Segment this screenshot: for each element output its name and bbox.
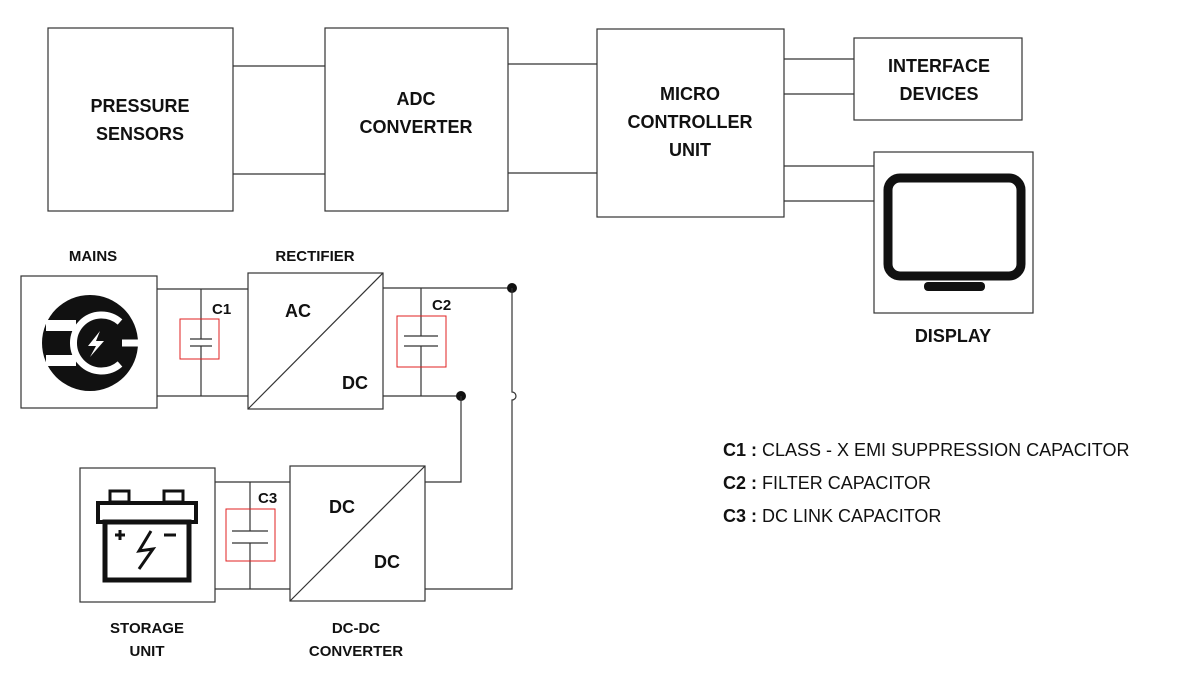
c1-label: C1 — [212, 301, 231, 318]
mcu-label-1: MICRO — [660, 84, 720, 104]
legend-key: C1 : — [723, 440, 758, 460]
capacitor-c1 — [179, 289, 220, 396]
dcdc-in-label: DC — [329, 497, 355, 517]
adc-label-2: CONVERTER — [359, 117, 472, 137]
rectifier-dc-label: DC — [342, 373, 368, 393]
storage-label-2: UNIT — [130, 643, 165, 660]
capacitor-c3 — [225, 482, 276, 589]
power-plug-icon — [42, 295, 140, 391]
dcdc-out-label: DC — [374, 552, 400, 572]
mcu-label-2: CONTROLLER — [628, 112, 753, 132]
legend-item: C1 : CLASS - X EMI SUPPRESSION CAPACITOR — [723, 434, 1129, 467]
mcu-label-3: UNIT — [669, 140, 711, 160]
rectifier-label: RECTIFIER — [275, 248, 354, 265]
pressure-sensors-block — [47, 27, 234, 212]
legend-key: C3 : — [723, 506, 758, 526]
interface-label-2: DEVICES — [899, 84, 978, 104]
legend-text: FILTER CAPACITOR — [762, 473, 932, 493]
legend-item: C3 : DC LINK CAPACITOR — [723, 500, 1129, 533]
pressure-sensors-label-2: SENSORS — [96, 124, 184, 144]
wire — [425, 396, 462, 483]
capacitor-legend: C1 : CLASS - X EMI SUPPRESSION CAPACITOR… — [723, 434, 1129, 533]
pressure-sensors-label-1: PRESSURE — [90, 96, 189, 116]
capacitor-c2 — [396, 288, 447, 396]
legend-item: C2 : FILTER CAPACITOR — [723, 467, 1129, 500]
interface-label-1: INTERFACE — [888, 56, 990, 76]
microcontroller-block — [596, 28, 785, 218]
interface-devices-block — [853, 37, 1023, 121]
dcdc-label-2: CONVERTER — [309, 643, 403, 660]
mains-label: MAINS — [69, 248, 117, 265]
wire — [425, 288, 517, 590]
adc-converter-block — [324, 27, 509, 212]
c3-label: C3 — [258, 490, 277, 507]
dcdc-label-1: DC-DC — [332, 620, 380, 637]
c2-label: C2 — [432, 297, 451, 314]
rectifier-diagonal — [247, 272, 384, 410]
legend-text: DC LINK CAPACITOR — [762, 506, 942, 526]
legend-key: C2 : — [723, 473, 758, 493]
legend-text: CLASS - X EMI SUPPRESSION CAPACITOR — [762, 440, 1130, 460]
dcdc-diagonal — [289, 465, 426, 602]
storage-label-1: STORAGE — [110, 620, 184, 637]
battery-icon — [96, 489, 198, 583]
display-label: DISPLAY — [915, 326, 991, 346]
monitor-icon — [883, 173, 1026, 291]
adc-label-1: ADC — [397, 89, 436, 109]
rectifier-ac-label: AC — [285, 301, 311, 321]
